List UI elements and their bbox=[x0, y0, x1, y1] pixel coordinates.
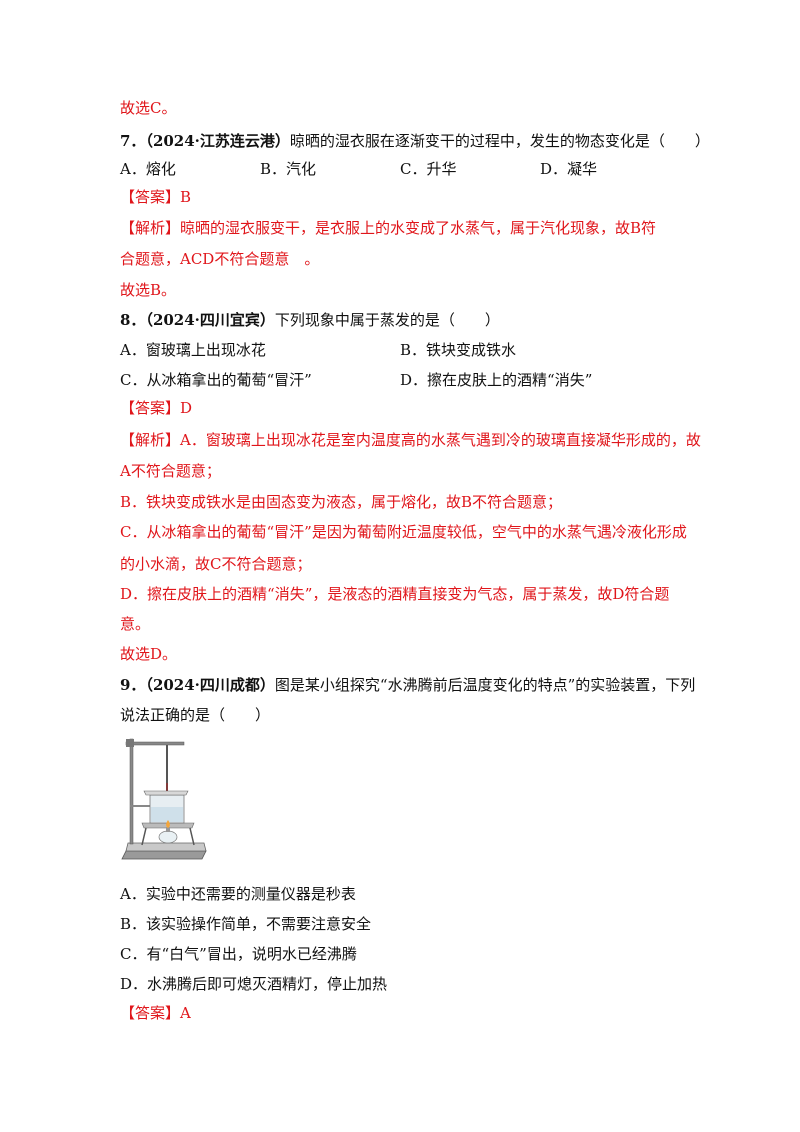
q7-analysis-text: 晾晒的湿衣服变干，是衣服上的水变成了水蒸气，属于汽化现象，故B符 bbox=[180, 219, 657, 237]
q7-stem-text: 晾晒的湿衣服在逐渐变干的过程中，发生的物态变化是（ ） bbox=[289, 132, 710, 150]
q8-stem: 8．（2024·四川宜宾）下列现象中属于蒸发的是（ ） bbox=[120, 310, 500, 330]
q9-option-b: B．该实验操作简单，不需要注意安全 bbox=[120, 915, 372, 933]
q8-conclusion: 故选D。 bbox=[120, 645, 178, 663]
q8-stem-text: 下列现象中属于蒸发的是（ ） bbox=[274, 311, 500, 329]
q8-answer-value: D bbox=[180, 399, 193, 417]
q8-option-b: B．铁块变成铁水 bbox=[400, 341, 517, 359]
q8-option-c: C．从冰箱拿出的葡萄“冒汗” bbox=[120, 371, 312, 389]
q7-answer: 【答案】B bbox=[120, 187, 191, 207]
q9-source: （2024·四川成都） bbox=[145, 676, 275, 694]
q7-answer-tag: 【答案】 bbox=[120, 188, 181, 206]
q7-option-c: C．升华 bbox=[400, 160, 457, 178]
q7-option-a: A．熔化 bbox=[120, 160, 176, 178]
q8-answer-tag: 【答案】 bbox=[120, 399, 181, 417]
boiling-apparatus-illustration bbox=[121, 738, 207, 860]
q9-option-c: C．有“白气”冒出，说明水已经沸腾 bbox=[120, 945, 357, 963]
q8-analysis-line2: A不符合题意； bbox=[120, 462, 221, 480]
q7-option-d: D．凝华 bbox=[540, 160, 598, 178]
q9-answer: 【答案】A bbox=[120, 1003, 191, 1023]
q9-number: 9． bbox=[120, 676, 146, 694]
q7-number: 7． bbox=[120, 132, 146, 150]
q8-analysis-line7: 意。 bbox=[120, 615, 151, 633]
q7-option-b: B．汽化 bbox=[260, 160, 317, 178]
q8-analysis-line6: D．擦在皮肤上的酒精“消失”，是液态的酒精直接变为气态，属于蒸发，故D符合题 bbox=[120, 585, 670, 603]
q7-source: （2024·江苏连云港） bbox=[145, 132, 290, 150]
q9-stem-line1: 9．（2024·四川成都）图是某小组探究“水沸腾前后温度变化的特点”的实验装置，… bbox=[120, 675, 695, 695]
q9-answer-value: A bbox=[180, 1004, 191, 1022]
q8-answer: 【答案】D bbox=[120, 398, 192, 418]
q8-analysis-line3: B．铁块变成铁水是由固态变为液态，属于熔化，故B不符合题意； bbox=[120, 493, 563, 511]
q8-option-d: D．擦在皮肤上的酒精“消失” bbox=[400, 371, 593, 389]
q8-source: （2024·四川宜宾） bbox=[145, 311, 275, 329]
q9-stem-text: 图是某小组探究“水沸腾前后温度变化的特点”的实验装置，下列 bbox=[274, 676, 696, 694]
q8-analysis-tag: 【解析】 bbox=[120, 431, 181, 449]
q8-analysis-line1: 【解析】A．窗玻璃上出现冰花是室内温度高的水蒸气遇到冷的玻璃直接凝华形成的，故 bbox=[120, 430, 701, 450]
q9-option-a: A．实验中还需要的测量仪器是秒表 bbox=[120, 885, 356, 903]
q6-conclusion: 故选C。 bbox=[120, 99, 177, 117]
q9-option-d: D．水沸腾后即可熄灭酒精灯，停止加热 bbox=[120, 975, 388, 993]
q7-analysis-line1: 【解析】晾晒的湿衣服变干，是衣服上的水变成了水蒸气，属于汽化现象，故B符 bbox=[120, 218, 656, 238]
q7-analysis-line2: 合题意，ACD不符合题意 。 bbox=[120, 250, 320, 268]
q7-answer-value: B bbox=[180, 188, 192, 206]
q8-number: 8． bbox=[120, 311, 146, 329]
q8-analysis-line4: C．从冰箱拿出的葡萄“冒汗”是因为葡萄附近温度较低，空气中的水蒸气遇冷液化形成 bbox=[120, 523, 687, 541]
q8-analysis-line5: 的小水滴，故C不符合题意； bbox=[120, 555, 312, 573]
q8-analysis-text: A．窗玻璃上出现冰花是室内温度高的水蒸气遇到冷的玻璃直接凝华形成的，故 bbox=[180, 431, 701, 449]
q9-stem-line2: 说法正确的是（ ） bbox=[120, 706, 271, 724]
q9-answer-tag: 【答案】 bbox=[120, 1004, 181, 1022]
q7-stem: 7．（2024·江苏连云港）晾晒的湿衣服在逐渐变干的过程中，发生的物态变化是（ … bbox=[120, 131, 710, 151]
q7-analysis-tag: 【解析】 bbox=[120, 219, 181, 237]
q7-conclusion: 故选B。 bbox=[120, 281, 177, 299]
q8-option-a: A．窗玻璃上出现冰花 bbox=[120, 341, 266, 359]
